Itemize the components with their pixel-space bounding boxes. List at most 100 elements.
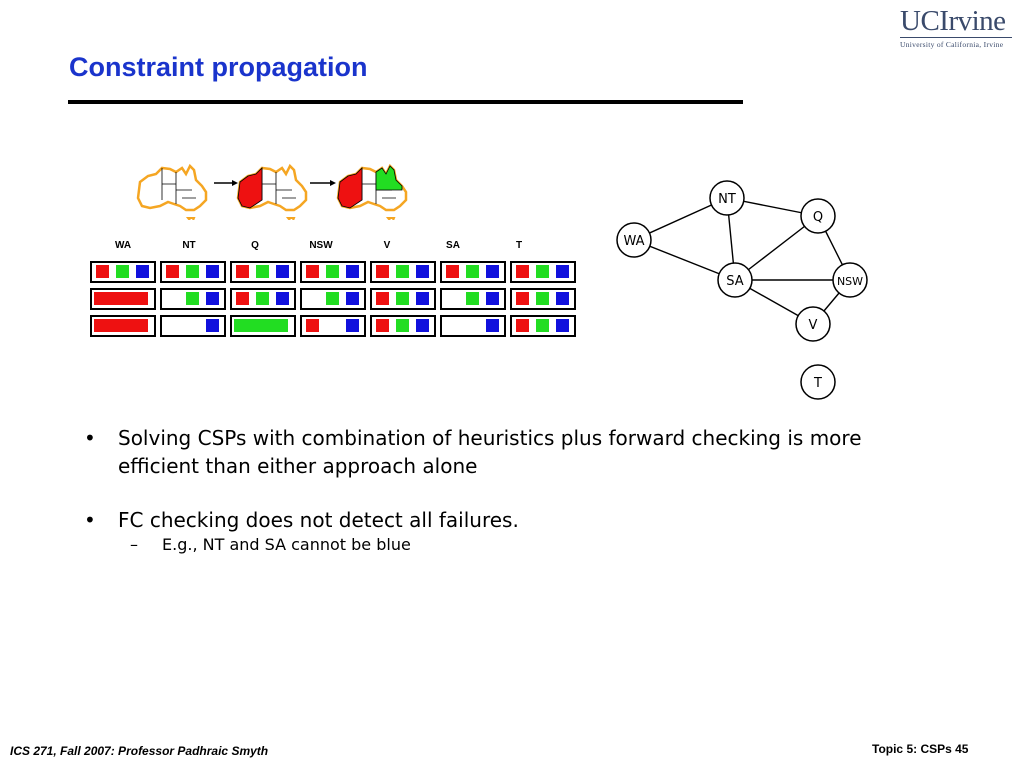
domain-value-square bbox=[516, 265, 529, 278]
sub-bullet-item: – E.g., NT and SA cannot be blue bbox=[130, 535, 411, 554]
domain-value-square bbox=[416, 319, 429, 332]
node-label: WA bbox=[623, 234, 644, 249]
domain-value-square bbox=[376, 292, 389, 305]
node-label: SA bbox=[726, 274, 743, 289]
node-v: V bbox=[795, 306, 831, 342]
map-step-3 bbox=[336, 164, 408, 220]
variable-label-sa: SA bbox=[446, 240, 460, 251]
domain-value-square bbox=[536, 265, 549, 278]
domain-value-square bbox=[186, 292, 199, 305]
domain-value-square bbox=[346, 319, 359, 332]
node-nt: NT bbox=[709, 180, 745, 216]
bullet-list: • Solving CSPs with combination of heuri… bbox=[82, 424, 932, 556]
domain-value-square bbox=[206, 319, 219, 332]
title-underline bbox=[68, 100, 743, 104]
domain-value-square bbox=[306, 265, 319, 278]
ucirvine-logo: UCIrvine University of California, Irvin… bbox=[900, 6, 1015, 49]
domain-value-square bbox=[306, 319, 319, 332]
domain-cell-wa bbox=[90, 315, 156, 337]
node-label: V bbox=[809, 318, 818, 333]
domain-grid bbox=[90, 261, 580, 342]
domain-value-square bbox=[116, 265, 129, 278]
domain-value-square bbox=[186, 265, 199, 278]
domain-cell-nsw bbox=[300, 261, 366, 283]
domain-value-square bbox=[466, 292, 479, 305]
domain-value-square bbox=[516, 319, 529, 332]
domain-value-square bbox=[376, 319, 389, 332]
node-wa: WA bbox=[616, 222, 652, 258]
domain-value-square bbox=[486, 265, 499, 278]
bullet-item: • FC checking does not detect all failur… bbox=[84, 508, 519, 532]
domain-cell-t bbox=[510, 288, 576, 310]
domain-value-square bbox=[416, 292, 429, 305]
bullet-text: FC checking does not detect all failures… bbox=[118, 508, 519, 532]
domain-value-square bbox=[556, 319, 569, 332]
domain-value-square bbox=[376, 265, 389, 278]
domain-value-square bbox=[206, 292, 219, 305]
sub-bullet-text: E.g., NT and SA cannot be blue bbox=[162, 535, 411, 554]
domain-value-square bbox=[96, 265, 109, 278]
domain-value-square bbox=[256, 292, 269, 305]
map-step-2 bbox=[236, 164, 308, 220]
domain-value-square bbox=[396, 292, 409, 305]
domain-row bbox=[90, 315, 580, 337]
footer-page: Topic 5: CSPs 45 bbox=[872, 742, 969, 756]
domain-value-square bbox=[256, 265, 269, 278]
domain-value-square bbox=[486, 319, 499, 332]
variable-label-q: Q bbox=[251, 240, 259, 251]
variable-label-nt: NT bbox=[182, 240, 196, 251]
domain-cell-q bbox=[230, 261, 296, 283]
assigned-value-bar bbox=[94, 319, 148, 332]
domain-cell-wa bbox=[90, 261, 156, 283]
domain-value-square bbox=[236, 292, 249, 305]
domain-value-square bbox=[166, 265, 179, 278]
domain-value-square bbox=[346, 265, 359, 278]
domain-value-square bbox=[276, 265, 289, 278]
variable-label-nsw: NSW bbox=[309, 240, 333, 251]
domain-value-square bbox=[556, 265, 569, 278]
node-label: NT bbox=[718, 192, 736, 207]
domain-value-square bbox=[326, 265, 339, 278]
slide-title: Constraint propagation bbox=[69, 52, 368, 82]
footer-course: ICS 271, Fall 2007: Professor Padhraic S… bbox=[10, 744, 269, 758]
domain-cell-q bbox=[230, 315, 296, 337]
domain-value-square bbox=[136, 265, 149, 278]
assigned-value-bar bbox=[94, 292, 148, 305]
domain-cell-nt bbox=[160, 288, 226, 310]
domain-cell-sa bbox=[440, 261, 506, 283]
node-q: Q bbox=[800, 198, 836, 234]
domain-cell-nt bbox=[160, 261, 226, 283]
node-nsw: NSW bbox=[832, 262, 868, 298]
domain-value-square bbox=[346, 292, 359, 305]
domain-cell-v bbox=[370, 315, 436, 337]
domain-value-square bbox=[236, 265, 249, 278]
node-label: Q bbox=[813, 210, 823, 225]
domain-value-square bbox=[466, 265, 479, 278]
variable-label-wa: WA bbox=[114, 240, 132, 251]
edge-wa-sa bbox=[633, 239, 736, 281]
domain-value-square bbox=[326, 292, 339, 305]
constraint-graph: NT Q WA SA NSW V T bbox=[616, 180, 868, 400]
domain-cell-q bbox=[230, 288, 296, 310]
domain-cell-v bbox=[370, 288, 436, 310]
domain-value-square bbox=[206, 265, 219, 278]
arrow-2 bbox=[310, 180, 336, 186]
domain-value-square bbox=[276, 292, 289, 305]
domain-cell-sa bbox=[440, 315, 506, 337]
map-step-1 bbox=[136, 164, 208, 220]
node-t: T bbox=[800, 364, 836, 400]
domain-value-square bbox=[556, 292, 569, 305]
domain-cell-t bbox=[510, 315, 576, 337]
domain-value-square bbox=[536, 292, 549, 305]
domain-cell-t bbox=[510, 261, 576, 283]
domain-cell-v bbox=[370, 261, 436, 283]
domain-value-square bbox=[396, 265, 409, 278]
node-label: NSW bbox=[837, 275, 863, 288]
logo-divider bbox=[900, 37, 1012, 38]
domain-cell-nt bbox=[160, 315, 226, 337]
domain-value-square bbox=[516, 292, 529, 305]
domain-row bbox=[90, 288, 580, 310]
bullet-text: Solving CSPs with combination of heurist… bbox=[118, 426, 862, 478]
australia-maps-sequence bbox=[136, 164, 408, 220]
domain-cell-wa bbox=[90, 288, 156, 310]
